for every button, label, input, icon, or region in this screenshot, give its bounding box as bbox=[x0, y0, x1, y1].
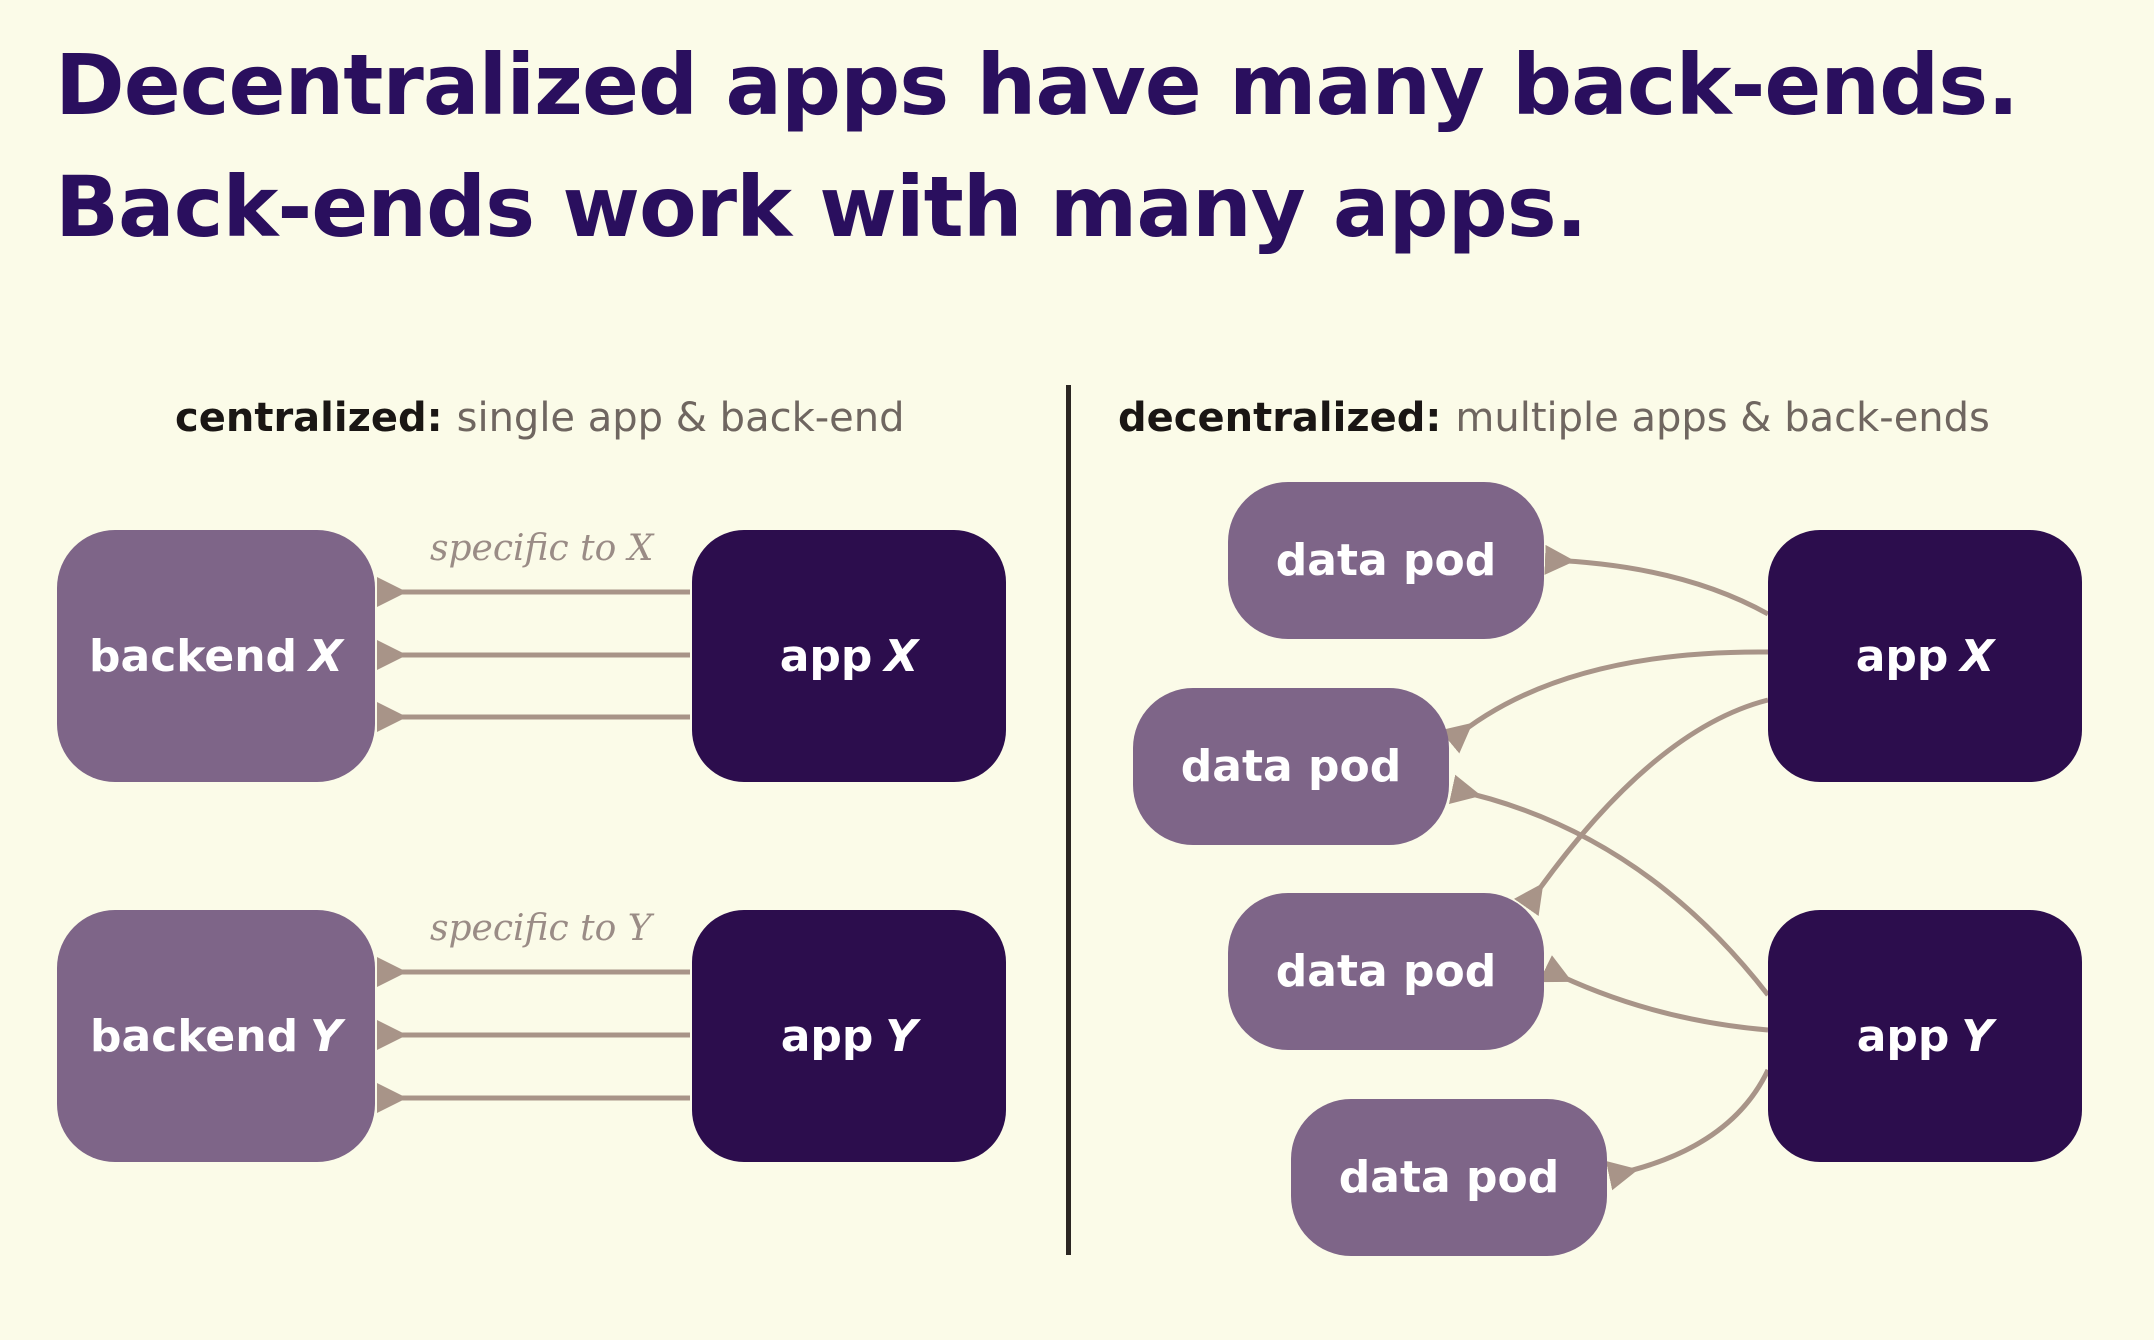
app-x-letter: X bbox=[884, 630, 919, 682]
decentralized-heading: decentralized: multiple apps & back-ends bbox=[1118, 395, 1990, 441]
centralized-heading-strong: centralized: bbox=[175, 395, 443, 441]
decentral-app-y-word: app bbox=[1856, 1010, 1950, 1062]
slide-title-line-2: Back-ends work with many apps. bbox=[55, 158, 1588, 256]
app-x-word: app bbox=[779, 630, 873, 682]
app-y-letter: Y bbox=[885, 1010, 918, 1062]
backend-y-word: backend bbox=[90, 1010, 299, 1062]
data-pod-3: data pod bbox=[1228, 893, 1544, 1050]
app-y-word: app bbox=[780, 1010, 874, 1062]
connection-label-y: specific to Y bbox=[430, 908, 652, 949]
data-pod-4: data pod bbox=[1291, 1099, 1607, 1256]
arrow-appy-pod3 bbox=[1538, 955, 1769, 1033]
arrow-appx-pod1 bbox=[1544, 544, 1770, 617]
slide-title-line-1: Decentralized apps have many back-ends. bbox=[55, 36, 2019, 134]
backend-y-letter: Y bbox=[310, 1010, 342, 1062]
arrow-appy-pod4 bbox=[1605, 1068, 1771, 1191]
section-divider bbox=[1066, 385, 1071, 1255]
arrow-appx-pod2 bbox=[1440, 649, 1769, 754]
connection-label-x: specific to X bbox=[430, 528, 654, 569]
data-pod-2: data pod bbox=[1133, 688, 1449, 845]
arrow-appx-pod3 bbox=[1513, 697, 1769, 917]
decentral-app-x-letter: X bbox=[1960, 630, 1995, 682]
centralized-heading-rest: single app & back-end bbox=[456, 395, 905, 441]
data-pod-1: data pod bbox=[1228, 482, 1544, 639]
backend-x-letter: X bbox=[309, 630, 343, 682]
backend-x-word: backend bbox=[89, 630, 298, 682]
decentral-app-y-letter: Y bbox=[1961, 1010, 1994, 1062]
centralized-heading: centralized: single app & back-end bbox=[175, 395, 905, 441]
decentralized-heading-strong: decentralized: bbox=[1118, 395, 1442, 441]
decentralized-heading-rest: multiple apps & back-ends bbox=[1455, 395, 1990, 441]
decentral-app-x-word: app bbox=[1855, 630, 1949, 682]
